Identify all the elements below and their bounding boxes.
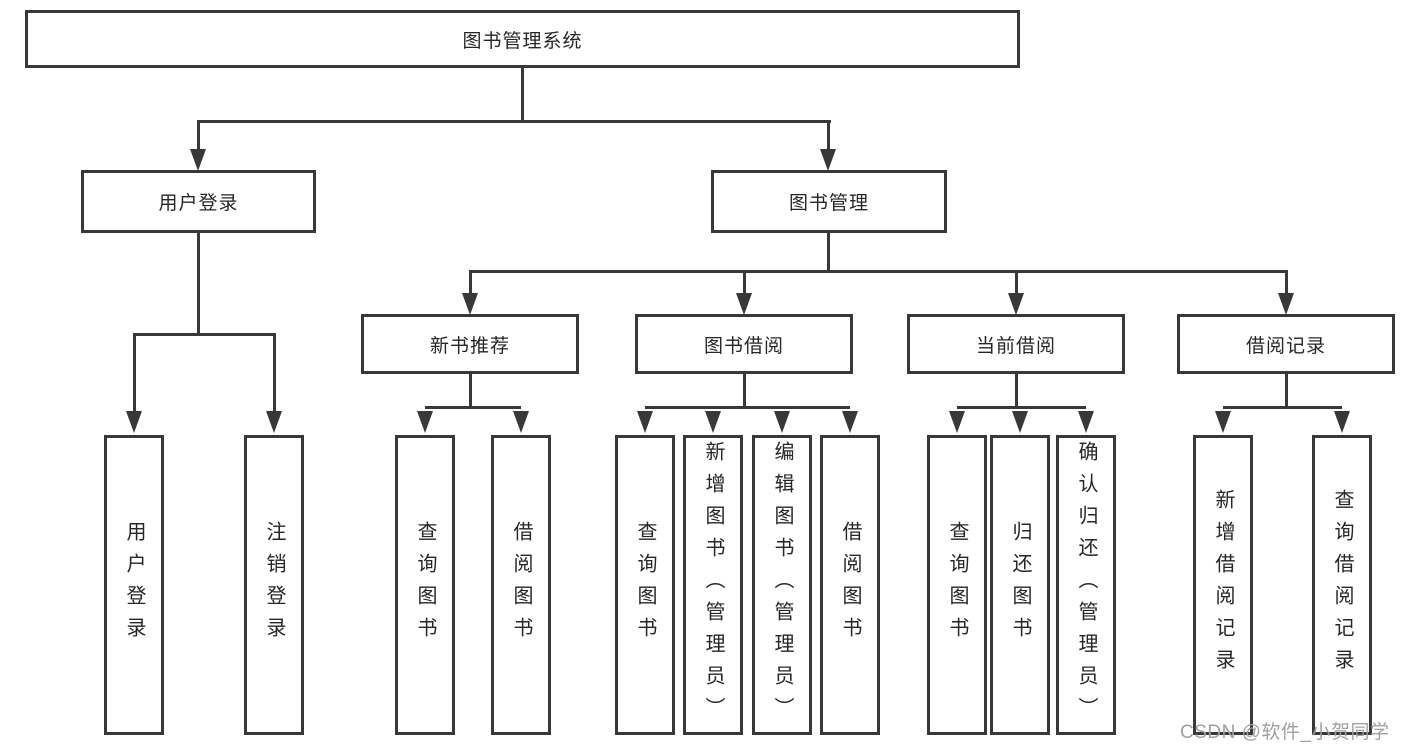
leaf-label: 查询图书 [946,521,968,649]
connector-drop-new-book [469,270,472,296]
connector-drop-book-borrow [743,270,746,296]
leaf-edit-books-admin: 编辑图书（管理员） [752,435,812,735]
leaf-confirm-return-admin: 确认归还（管理员） [1056,435,1116,735]
arrowhead-new-book [462,293,478,315]
node-label: 图书管理 [788,193,869,214]
connector-borrow-records-stub [1285,374,1288,409]
arrowhead-user-login [190,149,206,171]
node-label: 当前借阅 [975,335,1056,357]
connector-book-borrow-stub [743,374,746,409]
leaf-user-login: 用户登录 [104,435,164,735]
node-library-management-system: 图书管理系统 [25,10,1020,68]
connector-book-mgmt-stub [827,233,830,273]
arrowhead-borrow-records [1278,293,1294,315]
arrowhead-add-borrow-record [1215,411,1231,433]
connector-drop-current-borrow [1015,270,1018,296]
leaf-label: 注销登录 [263,521,285,649]
node-borrow-records: 借阅记录 [1177,314,1395,374]
connector-drop-user-login [197,120,200,151]
connector-root-bar [197,120,831,123]
connector-drop-book-mgmt [827,120,830,151]
leaf-query-books-current: 查询图书 [927,435,987,735]
leaf-logout: 注销登录 [244,435,304,735]
node-user-login: 用户登录 [81,170,316,233]
leaf-label: 编辑图书（管理员） [771,441,793,729]
arrowhead-book-borrow [736,293,752,315]
arrowhead-query-books-3 [949,411,965,433]
leaf-label: 借阅图书 [510,521,532,649]
leaf-label: 查询图书 [634,521,656,649]
connector-book-borrow-bar [645,406,850,409]
arrowhead-borrow-books-2 [842,411,858,433]
connector-drop-borrow-records [1285,270,1288,296]
connector-drop-leaf-login [133,333,136,413]
leaf-query-books-recommend: 查询图书 [395,435,455,735]
node-book-management: 图书管理 [711,170,947,233]
leaf-label: 查询图书 [414,521,436,649]
leaf-borrow-books-borrow: 借阅图书 [820,435,880,735]
node-label: 新书推荐 [429,335,510,357]
leaf-borrow-books-recommend: 借阅图书 [491,435,551,735]
arrowhead-leaf-logout [266,411,282,433]
arrowhead-query-books-2 [637,411,653,433]
arrowhead-return-books [1012,411,1028,433]
arrowhead-book-mgmt [820,149,836,171]
connector-user-login-bar [133,333,276,336]
node-label: 图书管理系统 [462,30,583,52]
connector-borrow-records-bar [1223,406,1342,409]
node-label: 用户登录 [158,193,239,214]
arrowhead-add-books [705,411,721,433]
connector-new-book-bar [425,406,521,409]
arrowhead-query-books-1 [417,411,433,433]
arrowhead-confirm-return [1078,411,1094,433]
connector-current-borrow-bar [957,406,1086,409]
connector-new-book-stub [469,374,472,409]
leaf-label: 查询借阅记录 [1331,489,1353,681]
leaf-label: 用户登录 [123,521,145,649]
leaf-query-borrow-record: 查询借阅记录 [1312,435,1372,735]
connector-book-mgmt-bar [469,270,1287,273]
arrowhead-query-borrow-record [1334,411,1350,433]
node-current-borrow: 当前借阅 [907,314,1125,374]
node-book-borrow: 图书借阅 [635,314,853,374]
leaf-query-books-borrow: 查询图书 [615,435,675,735]
leaf-return-books: 归还图书 [990,435,1050,735]
arrowhead-current-borrow [1008,293,1024,315]
connector-root-stub [521,68,524,122]
arrowhead-borrow-books-1 [513,411,529,433]
connector-current-borrow-stub [1015,374,1018,409]
leaf-label: 借阅图书 [839,521,861,649]
connector-user-login-stub [197,233,200,335]
leaf-label: 新增借阅记录 [1212,489,1234,681]
leaf-label: 确认归还（管理员） [1075,441,1097,729]
connector-drop-leaf-logout [273,333,276,413]
node-new-book-recommend: 新书推荐 [361,314,579,374]
leaf-label: 新增图书（管理员） [702,441,724,729]
arrowhead-edit-books [774,411,790,433]
leaf-add-books-admin: 新增图书（管理员） [683,435,743,735]
node-label: 借阅记录 [1245,335,1326,357]
node-label: 图书借阅 [703,335,784,357]
csdn-watermark: CSDN @软件_小贺同学 [1180,722,1390,743]
leaf-label: 归还图书 [1009,521,1031,649]
leaf-add-borrow-record: 新增借阅记录 [1193,435,1253,735]
arrowhead-leaf-login [126,411,142,433]
